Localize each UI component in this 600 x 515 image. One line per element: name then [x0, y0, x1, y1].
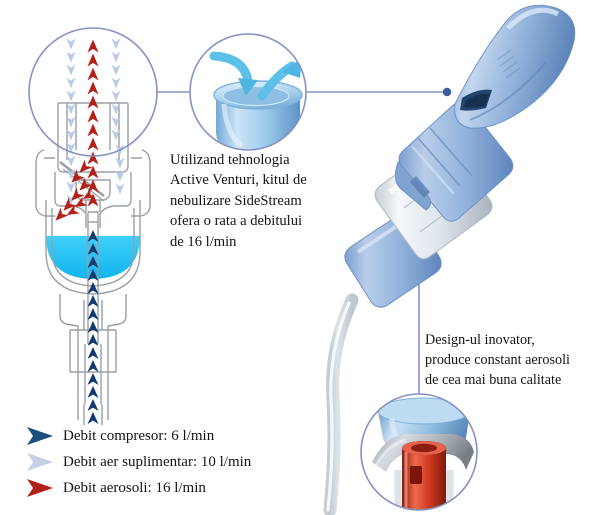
venturi-detail-circle	[28, 27, 158, 157]
callout-line: Active Venturi, kitul de	[170, 172, 307, 189]
sidestream-nebulizer-device	[323, 4, 576, 515]
callout-line: produce constant aerosoli	[425, 352, 570, 368]
legend-item-aerosol-flow: Debit aerosoli: 16 l/min	[24, 475, 324, 501]
connector-dot-device-top	[442, 87, 452, 97]
legend-item-supplemental-air-flow: Debit aer suplimentar: 10 l/min	[24, 449, 324, 475]
upper-blue-body	[394, 102, 514, 222]
venturi-tube-inset-circle	[189, 33, 307, 151]
callout-line: de cea mai buna calitate	[425, 372, 562, 388]
callout-line: Design-ul inovator,	[425, 332, 535, 348]
callout-text-design: Design-ul inovator, produce constant aer…	[425, 330, 600, 390]
callout-text-venturi: Utilizand tehnologia Active Venturi, kit…	[170, 150, 346, 252]
callout-line: de 16 l/min	[170, 233, 237, 250]
aerosol-arrows	[55, 39, 99, 221]
triangle-marker-icon	[27, 453, 53, 471]
flow-legend: Debit compresor: 6 l/min Debit aer supli…	[24, 423, 324, 501]
legend-item-compressor-flow: Debit compresor: 6 l/min	[24, 423, 324, 449]
jet-nozzle-inset	[361, 394, 477, 510]
legend-label: Debit aer suplimentar: 10 l/min	[63, 454, 252, 470]
legend-label: Debit aerosoli: 16 l/min	[63, 480, 206, 496]
callout-line: nebulizare SideStream	[170, 192, 302, 209]
supplemental-air-arrows	[66, 38, 125, 206]
mouthpiece	[454, 4, 576, 129]
triangle-marker-icon	[27, 479, 53, 497]
venturi-tube-inset	[190, 34, 306, 150]
jet-nozzle-inset-circle	[360, 393, 478, 511]
callout-line: ofera o rata a debitului	[170, 213, 303, 230]
triangle-marker-icon	[27, 427, 53, 445]
legend-label: Debit compresor: 6 l/min	[63, 428, 215, 444]
callout-line: Utilizand tehnologia	[170, 152, 290, 168]
compressor-air-arrows	[87, 230, 99, 424]
